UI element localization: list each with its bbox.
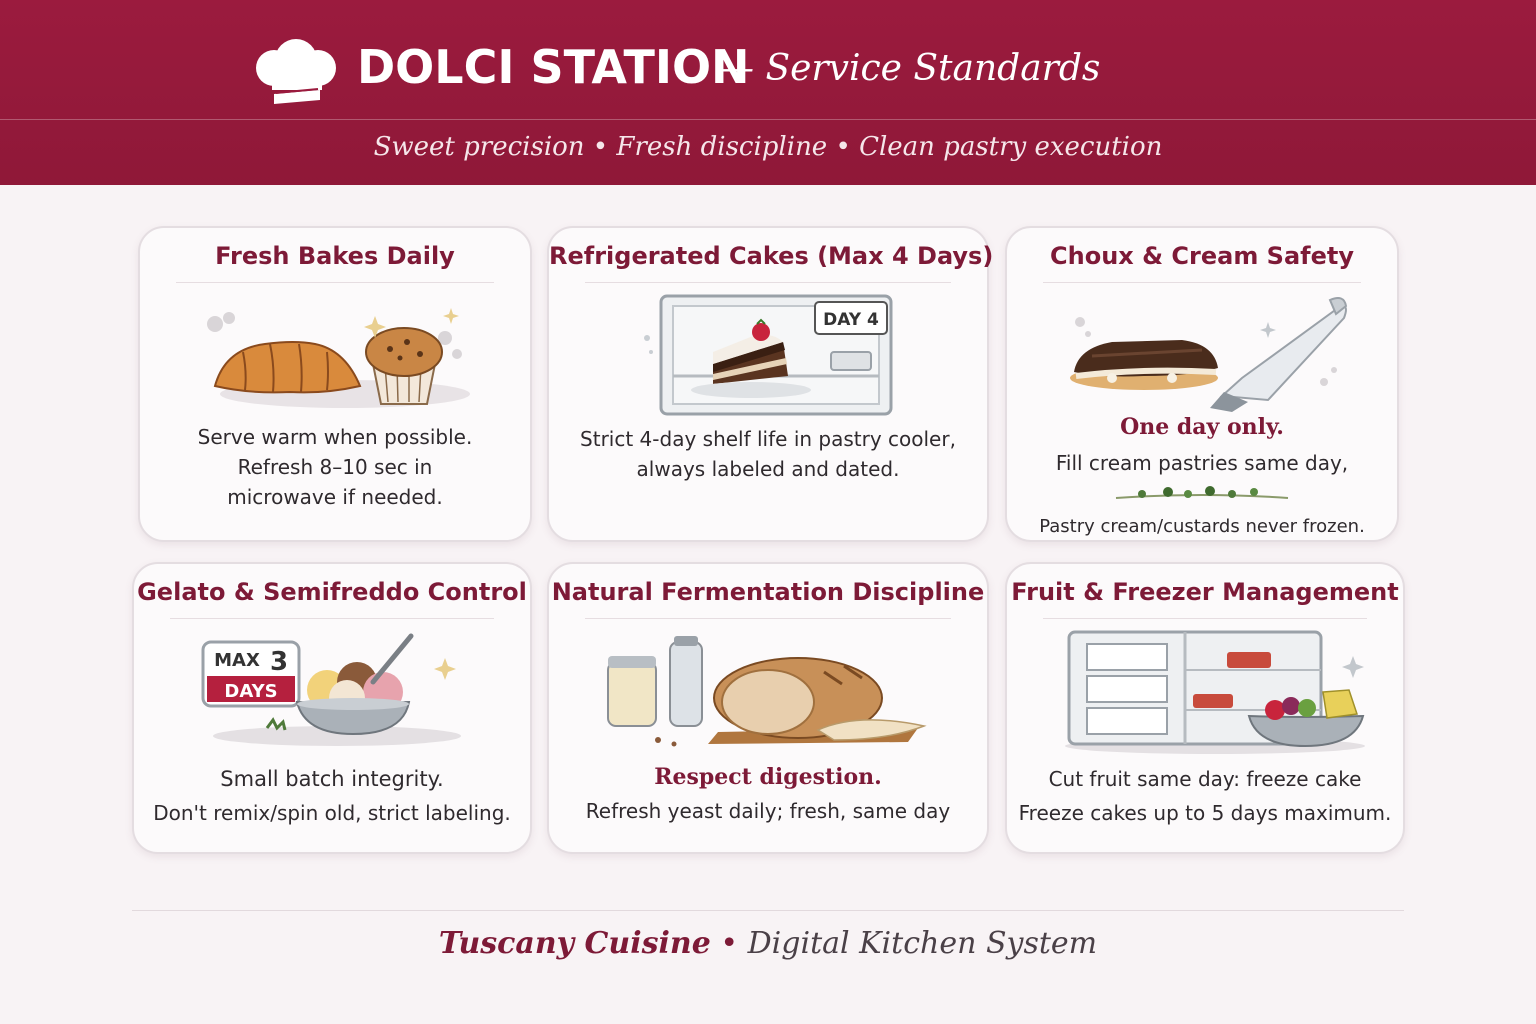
card-fermentation: Natural Fermentation Discipline Respect … <box>547 562 989 854</box>
footer-brand: Tuscany Cuisine <box>438 926 711 961</box>
card-title: Refrigerated Cakes (Max 4 Days) <box>549 242 994 270</box>
footer-separator: • <box>720 926 739 961</box>
card-choux-cream: Choux & Cream Safety One day only. Fill … <box>1005 226 1399 542</box>
card-body: Cut fruit same day: freeze cake Freeze c… <box>1018 767 1392 825</box>
freezer-fruit-icon <box>1065 630 1365 754</box>
card-emphasis: One day only. <box>1120 414 1284 440</box>
card-divider <box>170 618 494 619</box>
card-body: Refresh yeast daily; fresh, same day <box>585 799 951 823</box>
header-divider <box>0 119 1536 120</box>
page-subtitle: — Service Standards <box>718 48 1101 89</box>
card-title: Gelato & Semifreddo Control <box>137 578 527 606</box>
card-emphasis: Respect digestion. <box>654 764 882 790</box>
chef-hat-icon <box>256 39 336 104</box>
card-body: Serve warm when possible. Refresh 8–10 s… <box>197 425 473 509</box>
card-fruit-freezer: Fruit & Freezer Management Cut fruit sam… <box>1005 562 1405 854</box>
cake-fridge-icon: DAY 4 <box>644 294 893 416</box>
bread-yeast-icon <box>607 636 927 747</box>
gelato-bowl-icon: MAX 3 DAYS <box>201 633 461 746</box>
croissant-muffin-icon <box>207 308 470 408</box>
max-badge-bottom: DAYS <box>224 681 277 702</box>
footer-divider <box>132 910 1404 911</box>
max-badge-top: MAX <box>214 650 260 671</box>
card-gelato: Gelato & Semifreddo Control MAX 3 DAYS S… <box>132 562 532 854</box>
page-title: DOLCI STATION <box>357 40 750 94</box>
eclair-piping-bag-icon <box>1070 297 1348 412</box>
card-body: Fill cream pastries same day, <box>1055 451 1349 475</box>
card-note: Pastry cream/custards never frozen. <box>1039 516 1365 537</box>
card-title: Natural Fermentation Discipline <box>551 578 985 606</box>
footer: Tuscany Cuisine • Digital Kitchen System <box>0 926 1536 961</box>
card-body: Small batch integrity. Don't remix/spin … <box>153 767 511 825</box>
card-title: Choux & Cream Safety <box>1050 242 1354 270</box>
footer-system: Digital Kitchen System <box>747 926 1098 961</box>
card-fresh-bakes: Fresh Bakes Daily Serve warm when possib… <box>138 226 532 542</box>
card-refrigerated-cakes: Refrigerated Cakes (Max 4 Days) DAY 4 St… <box>547 226 994 542</box>
max-badge-number: 3 <box>270 647 288 677</box>
card-divider <box>1043 282 1361 283</box>
header-banner: DOLCI STATION — Service Standards Sweet … <box>0 0 1536 185</box>
card-divider <box>585 618 951 619</box>
card-title: Fruit & Freezer Management <box>1011 578 1399 606</box>
herb-garnish-icon <box>1115 486 1289 499</box>
tagline: Sweet precision • Fresh discipline • Cle… <box>373 132 1163 162</box>
card-title: Fresh Bakes Daily <box>215 242 455 270</box>
title-row: DOLCI STATION — Service Standards <box>0 30 1536 110</box>
card-divider <box>1043 618 1367 619</box>
day-badge: DAY 4 <box>823 310 879 330</box>
card-divider <box>585 282 951 283</box>
card-body: Strict 4-day shelf life in pastry cooler… <box>580 427 956 481</box>
card-divider <box>176 282 494 283</box>
